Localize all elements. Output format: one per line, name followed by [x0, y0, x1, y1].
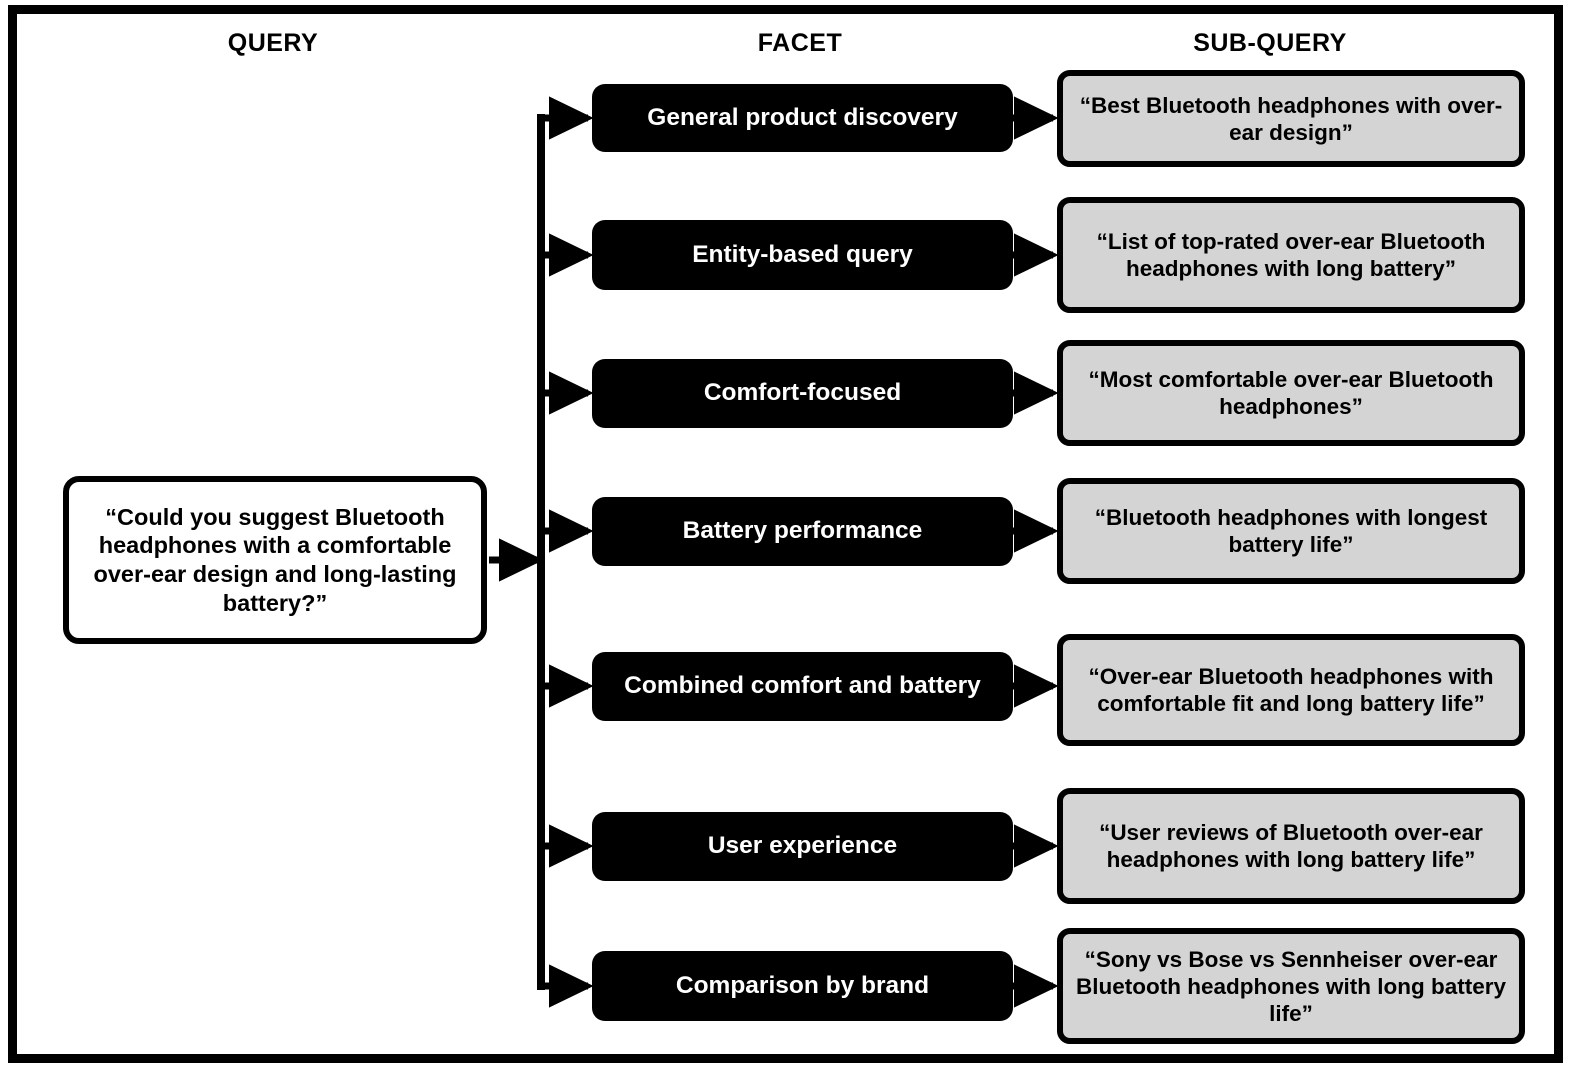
subquery-text-5: “Over-ear Bluetooth headphones with comf… — [1088, 664, 1494, 716]
subquery-box-3[interactable]: “Most comfortable over-ear Bluetooth hea… — [1057, 340, 1525, 446]
facet-box-3[interactable]: Comfort-focused — [592, 359, 1013, 428]
subquery-text-3: “Most comfortable over-ear Bluetooth hea… — [1088, 367, 1494, 419]
facet-label-4: Battery performance — [682, 517, 923, 545]
facet-box-6[interactable]: User experience — [592, 812, 1013, 881]
facet-label-6: User experience — [707, 832, 898, 860]
facet-label-7: Comparison by brand — [675, 971, 930, 999]
facet-box-4[interactable]: Battery performance — [592, 497, 1013, 566]
column-header-facet: FACET — [757, 29, 843, 57]
subquery-box-5[interactable]: “Over-ear Bluetooth headphones with comf… — [1057, 634, 1525, 746]
column-header-subquery: SUB-QUERY — [1193, 29, 1347, 57]
query-box[interactable]: “Could you suggest Bluetooth headphones … — [63, 476, 487, 644]
facet-label-1: General product discovery — [647, 103, 958, 131]
column-header-query: QUERY — [227, 29, 319, 57]
subquery-text-2: “List of top-rated over-ear Bluetooth he… — [1096, 229, 1486, 281]
facet-box-5[interactable]: Combined comfort and battery — [592, 652, 1013, 721]
subquery-box-1[interactable]: “Best Bluetooth headphones with over-ear… — [1057, 70, 1525, 167]
facet-label-3: Comfort-focused — [703, 379, 902, 407]
subquery-text-1: “Best Bluetooth headphones with over-ear… — [1079, 92, 1503, 145]
facet-box-1[interactable]: General product discovery — [592, 84, 1013, 152]
query-text: “Could you suggest Bluetooth headphones … — [93, 503, 457, 616]
subquery-text-6: “User reviews of Bluetooth over-ear head… — [1099, 820, 1483, 872]
facet-box-7[interactable]: Comparison by brand — [592, 951, 1013, 1021]
facet-box-2[interactable]: Entity-based query — [592, 220, 1013, 290]
subquery-box-2[interactable]: “List of top-rated over-ear Bluetooth he… — [1057, 197, 1525, 313]
subquery-box-6[interactable]: “User reviews of Bluetooth over-ear head… — [1057, 788, 1525, 904]
facet-label-5: Combined comfort and battery — [624, 672, 981, 700]
subquery-box-7[interactable]: “Sony vs Bose vs Sennheiser over-ear Blu… — [1057, 928, 1525, 1044]
subquery-text-4: “Bluetooth headphones with longest batte… — [1094, 505, 1488, 557]
subquery-box-4[interactable]: “Bluetooth headphones with longest batte… — [1057, 478, 1525, 584]
subquery-text-7: “Sony vs Bose vs Sennheiser over-ear Blu… — [1076, 946, 1506, 1026]
facet-label-2: Entity-based query — [692, 240, 913, 268]
